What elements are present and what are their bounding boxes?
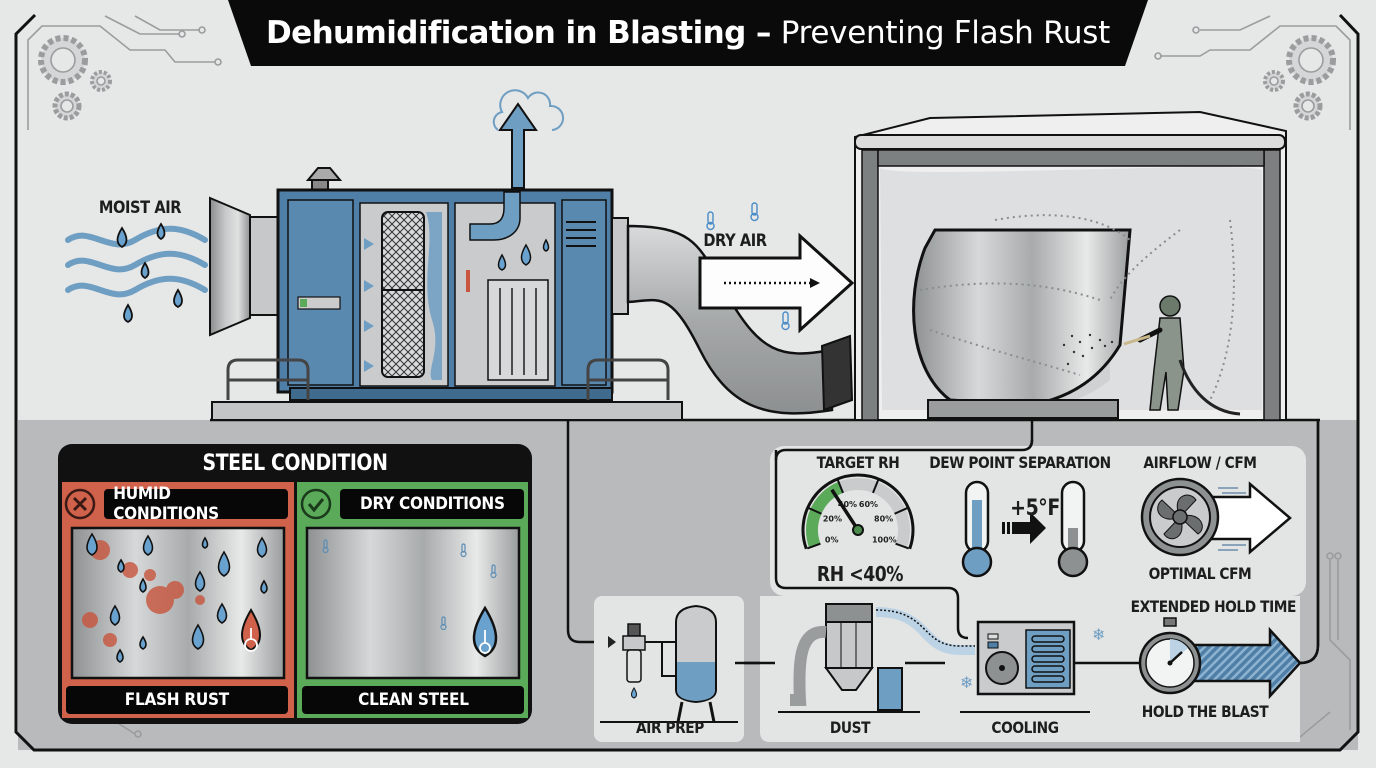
flash-rust-label: FLASH RUST xyxy=(66,686,288,714)
target-rh-heading: TARGET RH xyxy=(816,453,900,472)
rh-readout: RH <40% xyxy=(816,562,904,586)
moist-air-droplets xyxy=(116,222,183,324)
gauge-tick-label: 40% xyxy=(838,500,857,509)
gauge-tick xyxy=(872,479,880,494)
step-cooling-label: COOLING xyxy=(991,718,1059,737)
gauge-tick xyxy=(836,479,844,494)
skid-rails xyxy=(226,358,670,400)
x-circle-icon xyxy=(64,488,96,520)
thermometer-icons xyxy=(961,480,1089,578)
gauge-tick-label: 80% xyxy=(874,515,893,524)
dry-air-label: DRY AIR xyxy=(703,231,767,251)
hold-time-heading: EXTENDED HOLD TIME xyxy=(1130,597,1297,616)
delta-arrow xyxy=(1012,512,1046,544)
moist-air-label: MOIST AIR xyxy=(98,198,182,218)
air-prep-icon xyxy=(600,604,738,723)
decorative-gears xyxy=(38,35,1336,121)
gauge-tick xyxy=(808,507,822,515)
hold-the-blast-caption: HOLD THE BLAST xyxy=(1141,702,1269,721)
moist-air-waves xyxy=(65,225,208,298)
steel-condition-panel xyxy=(58,444,532,724)
dew-point-heading: DEW POINT SEPARATION xyxy=(929,453,1111,472)
intake-funnel xyxy=(209,196,251,337)
gauge-outline xyxy=(801,473,915,550)
outer-frame xyxy=(14,13,1360,752)
dry-air-thermometer-icons xyxy=(706,202,790,331)
dry-conditions-label: DRY CONDITIONS xyxy=(340,489,524,519)
humid-conditions-label: HUMID CONDITIONS xyxy=(104,484,288,524)
step-dust-label: DUST xyxy=(829,718,871,737)
title-light: Preventing Flash Rust xyxy=(780,15,1111,51)
airflow-heading: AIRFLOW / CFM xyxy=(1143,453,1257,472)
gauge-hub xyxy=(852,524,864,536)
clean-steel-label: CLEAN STEEL xyxy=(302,686,524,714)
cloud-icon xyxy=(492,89,564,131)
rh-gauge: 0% 20% 40%60% 80% 100% xyxy=(801,473,915,550)
gauge-tick xyxy=(895,542,910,550)
stopwatch-icon xyxy=(1138,617,1302,700)
wet-air-exhaust-arrow xyxy=(498,102,538,189)
steel-condition-heading: STEEL CONDITION xyxy=(202,451,388,476)
water-droplets xyxy=(86,532,268,663)
gauge-tick-label: 100% xyxy=(872,536,897,545)
optimal-cfm-caption: OPTIMAL CFM xyxy=(1148,564,1252,583)
concrete-pad xyxy=(211,401,683,421)
desiccant-dehumidifier xyxy=(276,167,614,401)
gauge-tick-label: 20% xyxy=(823,515,842,524)
svg-text:❄: ❄ xyxy=(960,673,973,692)
blast-enclosure xyxy=(854,110,1287,421)
gauge-tick xyxy=(894,507,908,515)
svg-text:❄: ❄ xyxy=(1092,625,1105,644)
step-air-prep-label: AIR PREP xyxy=(636,718,704,737)
chiller-unit-icon: ❄ ❄ xyxy=(960,620,1105,713)
fan-icon xyxy=(1140,477,1292,557)
title-banner: Dehumidification in Blasting – Preventin… xyxy=(228,0,1148,66)
gauge-needle xyxy=(830,488,860,531)
gauge-tick xyxy=(806,542,821,550)
dust-collector-icon xyxy=(778,603,975,713)
check-circle-icon xyxy=(300,488,332,520)
gauge-tick-label: 60% xyxy=(859,500,878,509)
blaster-worker xyxy=(1123,295,1241,416)
title-bold: Dehumidification in Blasting – xyxy=(266,15,771,51)
gauge-tick-label: 0% xyxy=(825,536,839,545)
dew-point-delta: +5°F xyxy=(1010,496,1060,521)
